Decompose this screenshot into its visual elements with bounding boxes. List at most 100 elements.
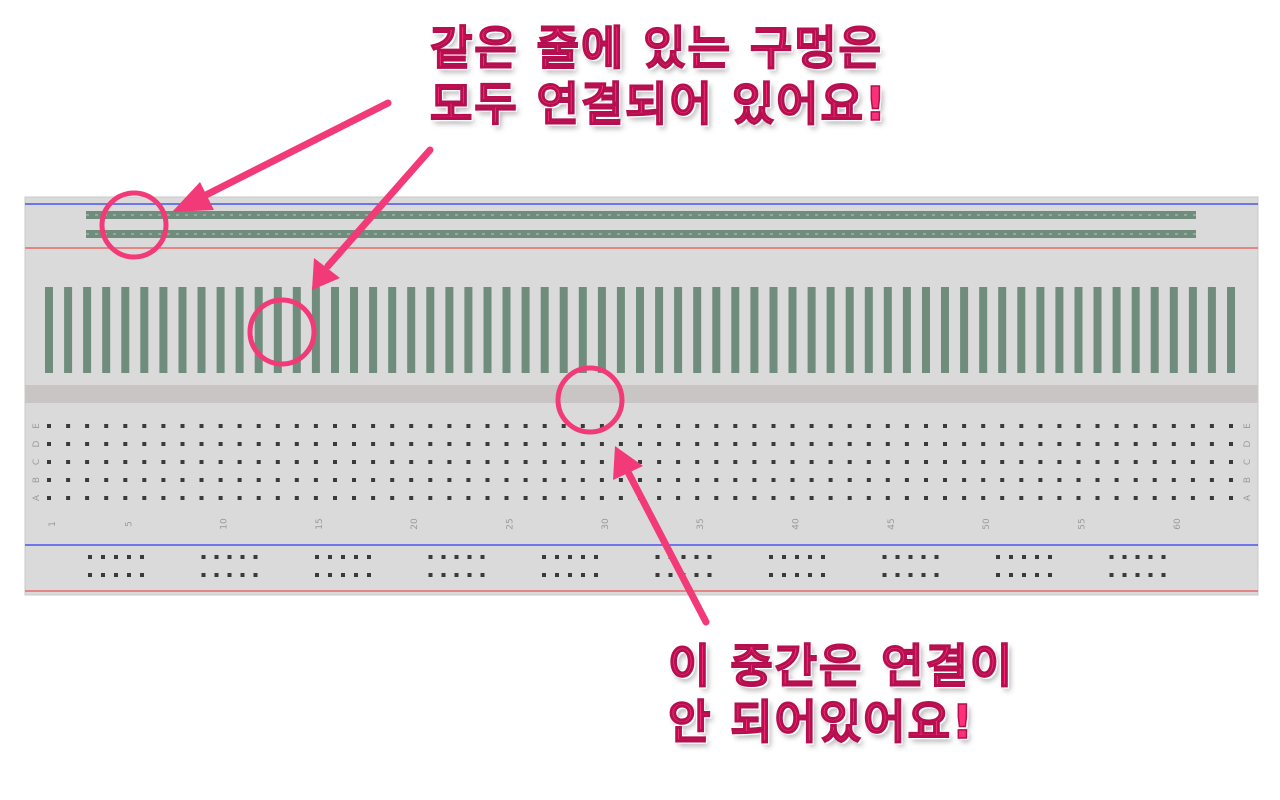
terminal-hole bbox=[542, 442, 547, 446]
column-number: 5 bbox=[124, 521, 134, 527]
row-letter-right: B bbox=[1243, 477, 1253, 483]
terminal-hole bbox=[523, 424, 528, 428]
terminal-hole bbox=[199, 424, 204, 428]
terminal-hole bbox=[275, 442, 280, 446]
rail-hole bbox=[127, 555, 131, 559]
column-number: 10 bbox=[220, 518, 230, 530]
rail-hole bbox=[555, 555, 559, 559]
rail-hole bbox=[101, 555, 105, 559]
terminal-hole bbox=[714, 460, 719, 464]
terminal-hole bbox=[733, 460, 738, 464]
rail-hole bbox=[581, 555, 585, 559]
terminal-hole bbox=[333, 478, 337, 482]
terminal-hole bbox=[123, 424, 128, 428]
terminal-hole bbox=[371, 496, 376, 500]
terminal-hole bbox=[123, 442, 128, 446]
terminal-hole bbox=[962, 478, 967, 482]
terminal-hole bbox=[943, 496, 947, 500]
terminal-hole bbox=[1114, 496, 1119, 500]
terminal-hole bbox=[66, 496, 71, 500]
terminal-hole bbox=[885, 478, 890, 482]
row-letter-right: A bbox=[1243, 494, 1253, 501]
rail-hole bbox=[921, 573, 926, 577]
terminal-hole bbox=[294, 442, 299, 446]
terminal-strip bbox=[292, 287, 301, 373]
rail-hole bbox=[201, 555, 206, 559]
terminal-hole-grid bbox=[47, 424, 1233, 500]
terminal-strip bbox=[388, 287, 397, 373]
rail-hole bbox=[201, 573, 206, 577]
rail-hole bbox=[542, 573, 546, 577]
bottom-rail-holes bbox=[88, 555, 1166, 577]
terminal-strip bbox=[331, 287, 339, 373]
rail-hole bbox=[707, 555, 712, 559]
terminal-hole bbox=[428, 478, 433, 482]
terminal-hole bbox=[885, 460, 890, 464]
terminal-hole bbox=[485, 496, 490, 500]
terminal-hole bbox=[275, 460, 280, 464]
terminal-hole bbox=[1019, 442, 1024, 446]
rail-hole bbox=[895, 555, 900, 559]
terminal-hole bbox=[66, 442, 71, 446]
row-letter-left: B bbox=[32, 477, 42, 483]
terminal-hole bbox=[447, 442, 452, 446]
rail-hole bbox=[1161, 573, 1166, 577]
terminal-hole bbox=[580, 460, 585, 464]
terminal-hole bbox=[1190, 442, 1195, 446]
terminal-hole bbox=[333, 496, 337, 500]
terminal-hole bbox=[523, 478, 528, 482]
terminal-hole bbox=[218, 460, 223, 464]
terminal-hole bbox=[962, 424, 967, 428]
row-letter-left: A bbox=[32, 494, 42, 501]
rail-hole bbox=[996, 555, 1000, 559]
terminal-hole bbox=[828, 442, 833, 446]
terminal-hole bbox=[104, 496, 109, 500]
column-number: 25 bbox=[506, 518, 516, 529]
terminal-hole bbox=[847, 460, 852, 464]
terminal-hole bbox=[924, 460, 928, 464]
terminal-hole bbox=[924, 424, 928, 428]
terminal-strip bbox=[1169, 287, 1178, 373]
terminal-hole bbox=[657, 460, 662, 464]
terminal-hole bbox=[313, 496, 318, 500]
rail-hole bbox=[769, 573, 773, 577]
terminal-hole bbox=[466, 442, 471, 446]
terminal-hole bbox=[561, 442, 566, 446]
terminal-hole bbox=[1209, 496, 1214, 500]
terminal-hole bbox=[828, 478, 833, 482]
terminal-hole bbox=[218, 442, 223, 446]
terminal-hole bbox=[104, 460, 109, 464]
terminal-hole bbox=[1057, 496, 1062, 500]
rail-hole bbox=[240, 555, 245, 559]
terminal-strip bbox=[750, 287, 759, 373]
terminal-hole bbox=[104, 478, 109, 482]
row-letter-right: D bbox=[1243, 440, 1253, 447]
rail-hole bbox=[354, 573, 358, 577]
terminal-hole bbox=[218, 478, 223, 482]
terminal-hole bbox=[943, 460, 947, 464]
arrow-to-channel bbox=[613, 446, 710, 626]
terminal-hole bbox=[962, 460, 967, 464]
terminal-hole bbox=[447, 496, 452, 500]
terminal-hole bbox=[1076, 460, 1081, 464]
terminal-hole bbox=[371, 460, 376, 464]
terminal-hole bbox=[180, 496, 185, 500]
terminal-hole bbox=[599, 424, 604, 428]
rail-hole bbox=[1022, 555, 1026, 559]
terminal-hole bbox=[676, 478, 681, 482]
rail-hole bbox=[328, 555, 332, 559]
terminal-hole bbox=[1190, 424, 1195, 428]
terminal-hole bbox=[695, 496, 700, 500]
terminal-hole bbox=[676, 442, 681, 446]
terminal-hole bbox=[237, 478, 242, 482]
terminal-strip bbox=[1188, 287, 1197, 373]
terminal-hole bbox=[1095, 496, 1100, 500]
breadboard-center-channel bbox=[25, 385, 1258, 403]
terminal-hole bbox=[1209, 442, 1214, 446]
terminal-strip bbox=[197, 287, 206, 373]
rail-hole bbox=[88, 573, 92, 577]
terminal-hole bbox=[866, 496, 871, 500]
terminal-hole bbox=[313, 478, 318, 482]
terminal-hole bbox=[142, 478, 147, 482]
